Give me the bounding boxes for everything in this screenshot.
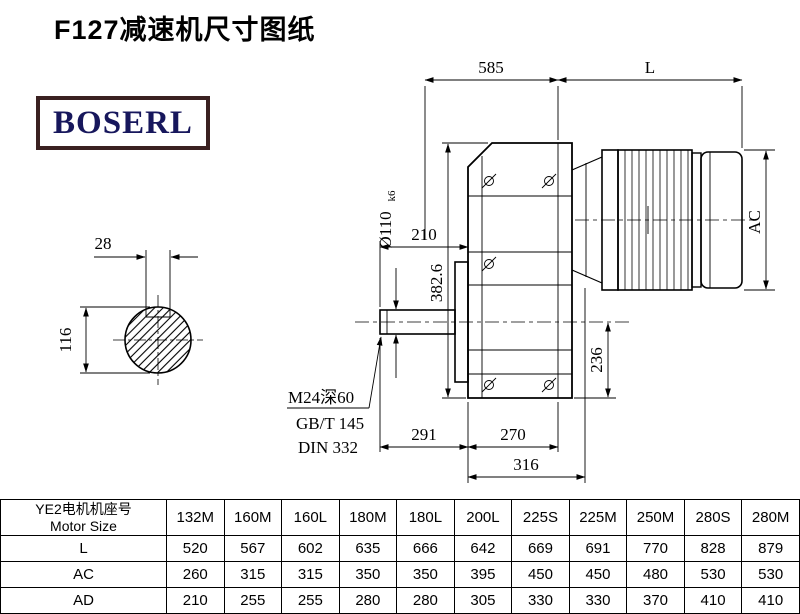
cell: 450 xyxy=(511,561,570,588)
dim-motor-diameter xyxy=(744,149,775,291)
cell: 395 xyxy=(453,561,513,588)
col-header: 180M xyxy=(338,499,398,536)
table-row-L: L 520 567 602 635 666 642 669 691 770 82… xyxy=(0,535,800,562)
col-header: 280M xyxy=(741,499,800,536)
dim-motor-span xyxy=(557,77,743,148)
std-note2-label: DIN 332 xyxy=(298,438,358,457)
cell: 370 xyxy=(626,587,685,614)
cell: 567 xyxy=(223,535,283,562)
cell: 669 xyxy=(511,535,570,562)
dim-AC-label: AC xyxy=(745,210,764,234)
cell: 602 xyxy=(281,535,340,562)
cell: 410 xyxy=(741,587,800,614)
cell: 330 xyxy=(568,587,628,614)
motor-size-table: YE2电机机座号 Motor Size 132M 160M 160L 180M … xyxy=(0,499,800,614)
cell: 635 xyxy=(338,535,398,562)
dim-shaft-dia-tolerance: k6 xyxy=(386,190,398,202)
dim-center-to-base xyxy=(574,322,616,399)
cell: 770 xyxy=(626,535,685,562)
cell: 520 xyxy=(166,535,225,562)
dim-shaft-height-label: 116 xyxy=(56,328,75,353)
dim-shaft-length xyxy=(379,241,469,307)
tap-note-leader xyxy=(287,336,383,409)
boserl-logo-box: BOSERL xyxy=(36,96,210,150)
col-header: 180L xyxy=(396,499,455,536)
dim-316-label: 316 xyxy=(513,455,539,474)
cell: 879 xyxy=(741,535,800,562)
cell: 315 xyxy=(223,561,283,588)
cell: 450 xyxy=(568,561,628,588)
col-header: 200L xyxy=(453,499,513,536)
col-header: 280S xyxy=(683,499,743,536)
cell: 210 xyxy=(166,587,225,614)
cell: 691 xyxy=(568,535,628,562)
cell: 480 xyxy=(626,561,685,588)
cell: 350 xyxy=(396,561,455,588)
dim-210-label: 210 xyxy=(411,225,437,244)
housing-bolt-holes xyxy=(481,173,557,393)
table-row-AC: AC 260 315 315 350 350 395 450 450 480 5… xyxy=(0,561,800,588)
row-label: AC xyxy=(0,561,167,588)
dim-top-span xyxy=(424,77,559,240)
shaft-section-circle xyxy=(124,306,192,374)
cell: 642 xyxy=(453,535,513,562)
std-note1-label: GB/T 145 xyxy=(296,414,364,433)
dim-270-label: 270 xyxy=(500,425,526,444)
cell: 315 xyxy=(281,561,340,588)
left-view-shaft-section xyxy=(113,250,203,385)
cell: 666 xyxy=(396,535,455,562)
cell: 350 xyxy=(338,561,398,588)
cell: 305 xyxy=(453,587,513,614)
table-row-AD: AD 210 255 255 280 280 305 330 330 370 4… xyxy=(0,587,800,614)
cell: 330 xyxy=(511,587,570,614)
col-header: 160M xyxy=(223,499,283,536)
cell: 280 xyxy=(396,587,455,614)
col-header: 250M xyxy=(626,499,685,536)
motor xyxy=(571,149,743,291)
cell: 255 xyxy=(223,587,283,614)
dim-291-label: 291 xyxy=(411,425,437,444)
dim-585-label: 585 xyxy=(478,58,504,77)
table-header-cn: YE2电机机座号 xyxy=(35,500,132,517)
boserl-logo-text: BOSERL xyxy=(53,104,193,141)
output-shaft xyxy=(379,261,469,383)
dim-382-label: 382.6 xyxy=(427,264,446,302)
row-label: L xyxy=(0,535,167,562)
shaft-hub-flange xyxy=(454,261,469,383)
page-title: F127减速机尺寸图纸 xyxy=(54,15,316,45)
technical-drawing: 28 116 xyxy=(56,58,775,483)
cell: 255 xyxy=(281,587,340,614)
cell: 410 xyxy=(683,587,743,614)
col-header: 225M xyxy=(568,499,628,536)
col-header: 160L xyxy=(281,499,340,536)
table-header-row: YE2电机机座号 Motor Size 132M 160M 160L 180M … xyxy=(0,499,800,536)
cell: 530 xyxy=(683,561,743,588)
col-header: 225S xyxy=(511,499,570,536)
dim-bottom-extensions xyxy=(379,288,586,483)
dim-236-label: 236 xyxy=(587,347,606,373)
cell: 260 xyxy=(166,561,225,588)
table-header-motor-size: YE2电机机座号 Motor Size xyxy=(0,499,167,536)
table-header-en: Motor Size xyxy=(50,517,117,534)
col-header: 132M xyxy=(166,499,225,536)
dim-L-label: L xyxy=(645,58,655,77)
row-label: AD xyxy=(0,587,167,614)
cell: 530 xyxy=(741,561,800,588)
dim-housing-height xyxy=(442,142,488,399)
cell: 828 xyxy=(683,535,743,562)
motor-fins xyxy=(624,150,689,290)
dim-key-width-label: 28 xyxy=(95,234,112,253)
fan-cover xyxy=(700,151,743,289)
tap-note-label: M24深60 xyxy=(288,388,354,407)
dim-shaft-dia-label: Ø110 xyxy=(376,211,395,248)
gearbox-housing xyxy=(467,142,573,399)
cell: 280 xyxy=(338,587,398,614)
dim-shaft-height xyxy=(80,306,150,374)
